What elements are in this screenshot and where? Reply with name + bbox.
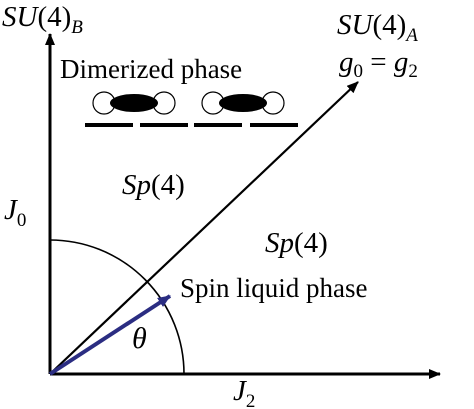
dimer-phase-label: Dimerized phase [60,54,242,84]
diag-axis-label: SU(4)A [337,9,418,46]
diag-condition: g0 = g2 [339,46,418,82]
dimer-pictogram-1 [92,91,176,115]
j0-label: J0 [4,194,26,231]
diagonal-axis [49,81,359,375]
spin-liquid-label: Spin liquid phase [180,273,368,303]
theta-vector [48,294,172,376]
dimer-pictogram-2 [201,91,285,115]
upper-region-label: Sp(4) [122,169,185,201]
angle-label: θ [132,322,147,355]
lower-region-label: Sp(4) [265,227,328,259]
j2-label: J2 [233,375,255,409]
y-axis-label: SU(4)B [2,1,83,38]
angle-arc [49,239,185,375]
